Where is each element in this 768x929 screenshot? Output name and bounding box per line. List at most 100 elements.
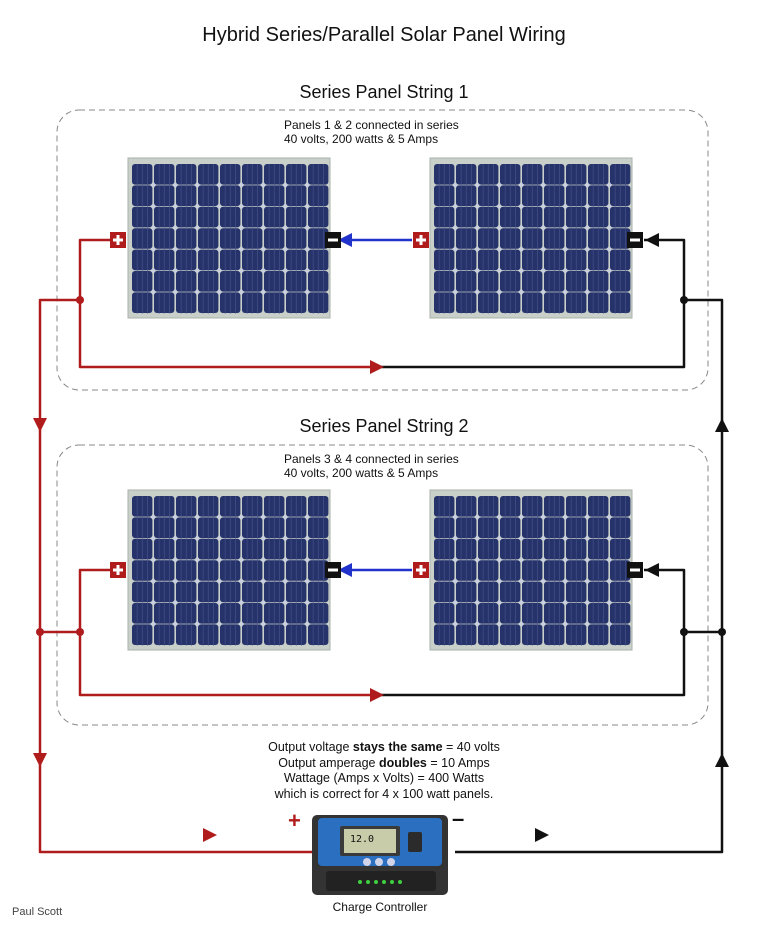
cell-joint [607,204,612,209]
cell-joint [497,183,502,187]
cell-joint [519,225,524,230]
cell-joint [261,622,266,626]
cell-joint [283,204,288,209]
cell-joint [305,557,310,562]
summary-wattage: Wattage (Amps x Volts) = 400 Watts [283,771,485,785]
current-arrow-icon [535,828,549,842]
terminal-glyph [419,235,423,245]
cell-joint [563,557,568,562]
cell-joint [195,515,200,519]
cell-joint [151,515,156,519]
cell-joint [283,622,288,626]
summary-voltage-bold: stays the same [352,740,443,754]
terminal-glyph [328,568,338,572]
cell-joint [541,290,546,294]
cell-joint [261,268,266,273]
cell-joint [195,204,200,209]
cell-joint [173,515,178,519]
cell-joint [305,225,310,230]
cell-joint [239,268,244,273]
cell-joint [475,290,480,294]
cell-joint [563,268,568,273]
cell-joint [541,515,546,519]
cell-joint [261,515,266,519]
cell-joint [475,183,480,187]
cell-joint [151,183,156,187]
string2-line1: Panels 3 & 4 connected in series [284,452,459,466]
cell-joint [261,183,266,187]
cell-joint [151,268,156,273]
string1-line1: Panels 1 & 2 connected in series [284,118,459,132]
cell-joint [497,204,502,209]
cell-joint [541,579,546,584]
cell-joint [261,225,266,230]
cell-joint [607,622,612,626]
cell-joint [453,183,458,187]
string1-description: Panels 1 & 2 connected in series 40 volt… [284,118,459,146]
cell-joint [519,600,524,605]
junction-dot [76,296,84,304]
cell-joint [261,290,266,294]
cell-joint [217,247,222,252]
cell-joint [497,536,502,541]
controller-plus-label: + [288,808,301,833]
cell-joint [283,290,288,294]
cell-joint [217,225,222,230]
cell-joint [563,536,568,541]
cell-joint [217,557,222,562]
cell-joint [261,204,266,209]
cell-joint [563,515,568,519]
cell-joint [305,204,310,209]
cell-joint [585,557,590,562]
cell-joint [283,515,288,519]
cell-joint [563,600,568,605]
cell-joint [497,515,502,519]
cell-joint [585,290,590,294]
controller-lcd [344,829,396,853]
summary-voltage: Output voltage stays the same = 40 volts [0,740,768,756]
current-arrow-icon [715,753,729,767]
cell-joint [541,557,546,562]
cell-joint [217,290,222,294]
cell-joint [173,622,178,626]
cell-joint [497,247,502,252]
string1-line2: 40 volts, 200 watts & 5 Amps [284,132,439,146]
cell-joint [541,268,546,273]
cell-joint [151,536,156,541]
cell-joint [585,268,590,273]
cell-joint [519,536,524,541]
series-arrow-icon [338,563,352,577]
cell-joint [497,579,502,584]
cell-joint [305,247,310,252]
cell-joint [585,600,590,605]
cell-joint [239,622,244,626]
cell-joint [305,622,310,626]
current-arrow-icon [370,360,384,374]
cell-joint [453,600,458,605]
cell-joint [283,247,288,252]
cell-joint [453,204,458,209]
cell-joint [519,622,524,626]
cell-joint [607,290,612,294]
cell-joint [305,536,310,541]
cell-joint [239,600,244,605]
cell-joint [151,290,156,294]
cell-joint [151,557,156,562]
cell-joint [607,268,612,273]
cell-joint [497,268,502,273]
main-negative-wire [455,298,724,854]
cell-joint [217,600,222,605]
cell-joint [195,557,200,562]
cell-joint [173,268,178,273]
cell-joint [497,290,502,294]
cell-joint [585,225,590,230]
cell-joint [541,225,546,230]
cell-joint [563,225,568,230]
cell-joint [283,183,288,187]
summary-amperage-pre: Output amperage [278,755,379,770]
cell-joint [239,225,244,230]
cell-joint [563,579,568,584]
terminal-glyph [116,235,120,245]
cell-joint [261,247,266,252]
cell-joint [563,247,568,252]
